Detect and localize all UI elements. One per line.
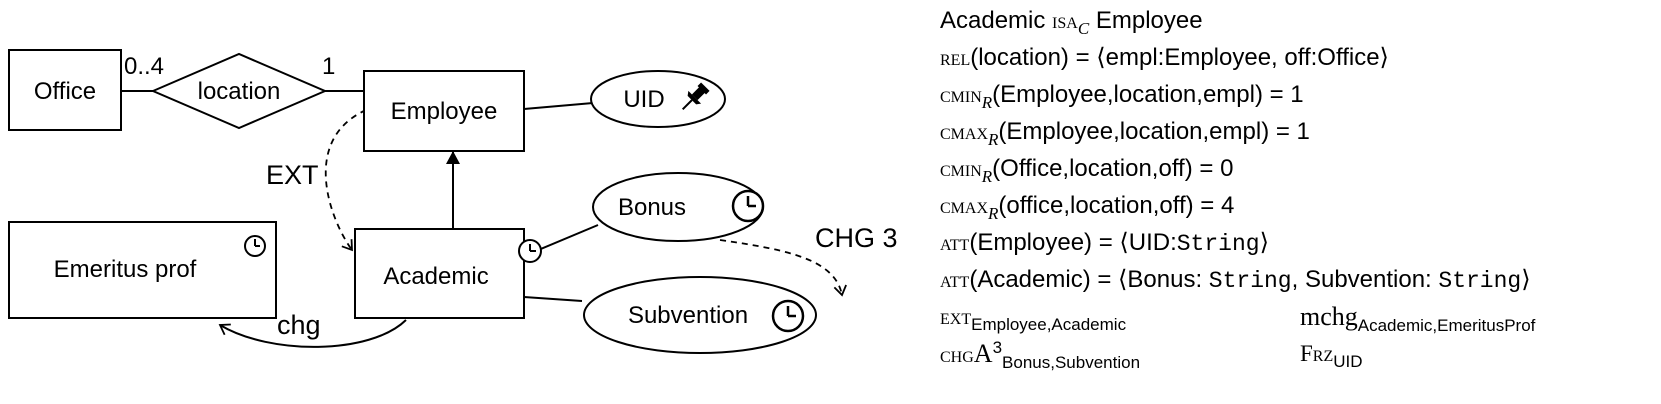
formula-list: Academic isaC Employee rel(location) = ⟨… bbox=[940, 2, 1655, 372]
chg-label: chg bbox=[277, 310, 321, 340]
formula-att-employee: att(Employee) = ⟨UID:String⟩ bbox=[940, 229, 1269, 257]
academic-entity bbox=[354, 228, 525, 319]
formula-ext: extEmployee,Academic bbox=[940, 304, 1127, 334]
formula-att-academic: att(Academic) = ⟨Bonus: String, Subventi… bbox=[940, 266, 1531, 294]
bonus-label: Bonus bbox=[618, 194, 686, 221]
office-cardinality: 0..4 bbox=[124, 53, 164, 80]
formula-cmax-office: cmaxR(office,location,off) = 4 bbox=[940, 192, 1235, 223]
employee-uid-link bbox=[523, 102, 594, 110]
uid-label: UID bbox=[623, 86, 664, 113]
ext-dashed-arc bbox=[324, 109, 367, 252]
formula-frz: FrzUID bbox=[1300, 341, 1363, 371]
academic-label: Academic bbox=[383, 263, 488, 290]
uid-attribute bbox=[590, 70, 726, 128]
formula-cmin-employee: cminR(Employee,location,empl) = 1 bbox=[940, 81, 1304, 112]
formula-chg: chgA3Bonus,Subvention bbox=[940, 338, 1141, 372]
formula-ext-mchg: extEmployee,Academic mchgAcademic,Emerit… bbox=[940, 298, 1655, 335]
location-relationship bbox=[150, 52, 328, 130]
office-label: Office bbox=[34, 78, 96, 105]
chg-arc bbox=[218, 319, 407, 348]
academic-subvention-link bbox=[523, 296, 583, 302]
chg3-dashed-arc bbox=[719, 239, 847, 297]
clock-icon bbox=[244, 235, 266, 257]
er-diagram: Office Employee Academic Emeritus prof l… bbox=[8, 49, 898, 354]
subvention-label: Subvention bbox=[628, 302, 748, 329]
pushpin-icon bbox=[681, 82, 710, 111]
formula-isa: Academic isaC Employee bbox=[940, 7, 1203, 38]
formula-mchg: mchgAcademic,EmeritusProf bbox=[1300, 302, 1536, 335]
office-entity bbox=[8, 49, 122, 131]
clock-icon bbox=[731, 189, 765, 223]
formula-cmin-office: cminR(Office,location,off) = 0 bbox=[940, 155, 1234, 186]
emeritus-entity bbox=[8, 221, 277, 319]
clock-icon bbox=[518, 239, 542, 263]
formula-chg-frz: chgA3Bonus,Subvention FrzUID bbox=[940, 335, 1655, 372]
employee-cardinality: 1 bbox=[322, 53, 335, 80]
ext-label: EXT bbox=[266, 160, 319, 190]
subvention-attribute bbox=[583, 276, 817, 354]
emeritus-label: Emeritus prof bbox=[54, 256, 197, 283]
formula-cmax-employee: cmaxR(Employee,location,empl) = 1 bbox=[940, 118, 1310, 149]
chg3-label: CHG 3 bbox=[815, 223, 898, 253]
formula-rel: rel(location) = ⟨empl:Employee, off:Offi… bbox=[940, 44, 1389, 71]
employee-entity bbox=[363, 70, 525, 152]
employee-label: Employee bbox=[391, 98, 498, 125]
location-label: location bbox=[198, 78, 281, 105]
clock-icon bbox=[771, 299, 805, 333]
